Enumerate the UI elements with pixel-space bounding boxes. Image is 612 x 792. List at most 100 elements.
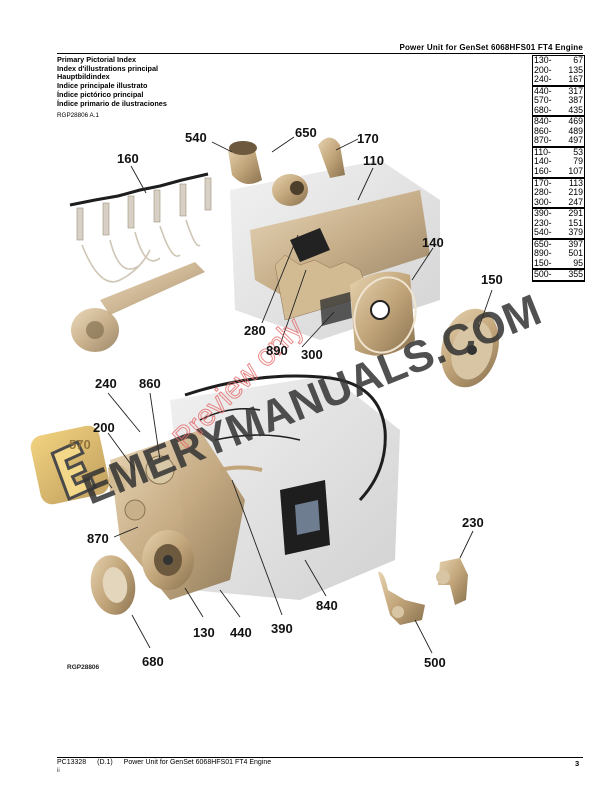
- index-group: 500- 355: [533, 269, 584, 282]
- index-title-de: Hauptbildindex: [57, 72, 110, 82]
- index-ref: 440-: [534, 85, 552, 96]
- index-ref: 840-: [534, 116, 552, 127]
- callout-230[interactable]: 230: [462, 515, 484, 530]
- callout-570[interactable]: 570: [69, 437, 91, 452]
- index-row[interactable]: 870-497: [533, 136, 584, 147]
- callout-130[interactable]: 130: [193, 625, 215, 640]
- callout-280[interactable]: 280: [244, 323, 266, 338]
- index-page: 489: [568, 125, 583, 136]
- index-row[interactable]: 680- 435: [533, 104, 584, 117]
- index-ref: 540-: [534, 227, 552, 238]
- callout-500[interactable]: 500: [424, 655, 446, 670]
- callout-650[interactable]: 650: [295, 125, 317, 140]
- index-row[interactable]: 570-387: [533, 96, 584, 106]
- index-row[interactable]: 440- 317: [533, 85, 584, 97]
- callout-840[interactable]: 840: [316, 598, 338, 613]
- index-page: 79: [573, 156, 583, 167]
- index-row[interactable]: 890- 501: [533, 249, 584, 259]
- index-ref: 240-: [534, 74, 552, 85]
- index-row[interactable]: 200- 135: [533, 64, 584, 76]
- index-row[interactable]: 130- 67: [533, 55, 584, 66]
- index-ref: 230-: [534, 217, 552, 228]
- index-page: 67: [573, 55, 583, 65]
- index-title-en: Primary Pictorial Index: [57, 55, 137, 64]
- index-page: 379: [568, 227, 583, 238]
- callout-440[interactable]: 440: [230, 625, 252, 640]
- index-page: 397: [568, 238, 583, 249]
- callout-300[interactable]: 300: [301, 347, 323, 362]
- index-page: 219: [568, 187, 583, 198]
- index-page: 355: [568, 269, 583, 280]
- callout-200[interactable]: 200: [93, 420, 115, 435]
- index-ref: 860-: [534, 125, 552, 136]
- footer-divider: [57, 757, 583, 758]
- index-ref: 570-: [534, 95, 552, 106]
- upper-engine-assembly: [228, 137, 440, 356]
- index-row[interactable]: 140- 79: [533, 157, 584, 167]
- index-ref: 650-: [534, 238, 552, 249]
- index-row[interactable]: 160-107: [533, 166, 584, 178]
- callout-540[interactable]: 540: [185, 130, 207, 145]
- index-page: 167: [568, 74, 583, 85]
- index-row[interactable]: 650- 397: [533, 238, 584, 250]
- index-page: 435: [568, 104, 583, 115]
- index-group: 390- 291 230-151 540- 379: [533, 208, 584, 239]
- index-page: 135: [568, 64, 583, 75]
- index-row[interactable]: 170-113: [533, 177, 584, 189]
- fuel-injection-system-part: [69, 172, 212, 352]
- index-ref: 280-: [534, 187, 552, 198]
- index-page: 317: [568, 85, 583, 96]
- index-row[interactable]: 860- 489: [533, 125, 584, 137]
- pulley-part: [90, 555, 136, 615]
- footer-info: PC13328 (D.1) Power Unit for GenSet 6068…: [57, 759, 280, 766]
- callout-170[interactable]: 170: [357, 131, 379, 146]
- index-row[interactable]: 300-247: [533, 196, 584, 209]
- footer-sub-marker: ii: [57, 768, 60, 774]
- pictorial-index-table: 130- 67 200- 135 240- 167 440- 317 570-387 6…: [532, 55, 585, 283]
- index-group: 110-53 140- 79 160-107: [533, 146, 584, 178]
- index-row[interactable]: 840-469: [533, 117, 584, 127]
- index-row[interactable]: 150- 95: [533, 257, 584, 270]
- index-page: 113: [568, 177, 583, 188]
- callout-890[interactable]: 890: [266, 343, 288, 358]
- callout-140[interactable]: 140: [422, 235, 444, 250]
- index-ref: 150-: [534, 257, 552, 268]
- index-row[interactable]: 390- 291: [533, 209, 584, 219]
- callout-860[interactable]: 860: [139, 376, 161, 391]
- index-ref: 130-: [534, 55, 552, 65]
- index-ref: 200-: [534, 64, 552, 75]
- callout-160[interactable]: 160: [117, 151, 139, 166]
- index-page: 95: [573, 257, 583, 268]
- callout-870[interactable]: 870: [87, 531, 109, 546]
- footer-revision: (D.1): [97, 759, 113, 766]
- index-page: 291: [568, 208, 583, 219]
- index-ref: 140-: [534, 156, 552, 167]
- index-title-fr: Index d'illustrations principal: [57, 63, 159, 73]
- callout-150[interactable]: 150: [481, 272, 503, 287]
- index-page: 501: [568, 248, 583, 259]
- index-row[interactable]: 500- 355: [533, 269, 584, 282]
- callout-680[interactable]: 680: [142, 654, 164, 669]
- index-ref: 890-: [534, 248, 552, 259]
- index-group: 650- 397 890- 501 150- 95: [533, 238, 584, 270]
- index-ref: 680-: [534, 104, 552, 115]
- index-ref: 160-: [534, 166, 552, 177]
- oil-pump-part: [378, 571, 425, 625]
- footer-doc-id: PC13328: [57, 759, 87, 766]
- index-ref: 500-: [534, 269, 552, 280]
- callout-110[interactable]: 110: [363, 153, 384, 168]
- flywheel-part: [441, 308, 499, 388]
- index-ref: 390-: [534, 208, 552, 219]
- index-row[interactable]: 240- 167: [533, 75, 584, 86]
- callout-240[interactable]: 240: [95, 376, 117, 391]
- figure-code: RGP28806: [67, 664, 100, 671]
- index-row[interactable]: 280- 219: [533, 188, 584, 198]
- index-row[interactable]: 230-151: [533, 217, 584, 229]
- index-page: 497: [568, 135, 583, 146]
- index-page: 247: [568, 196, 583, 207]
- footer-title: Power Unit for GenSet 6068HFS01 FT4 Engi…: [123, 759, 272, 766]
- index-row[interactable]: 540- 379: [533, 228, 584, 239]
- index-row[interactable]: 110-53: [533, 147, 584, 158]
- callout-390[interactable]: 390: [271, 621, 293, 636]
